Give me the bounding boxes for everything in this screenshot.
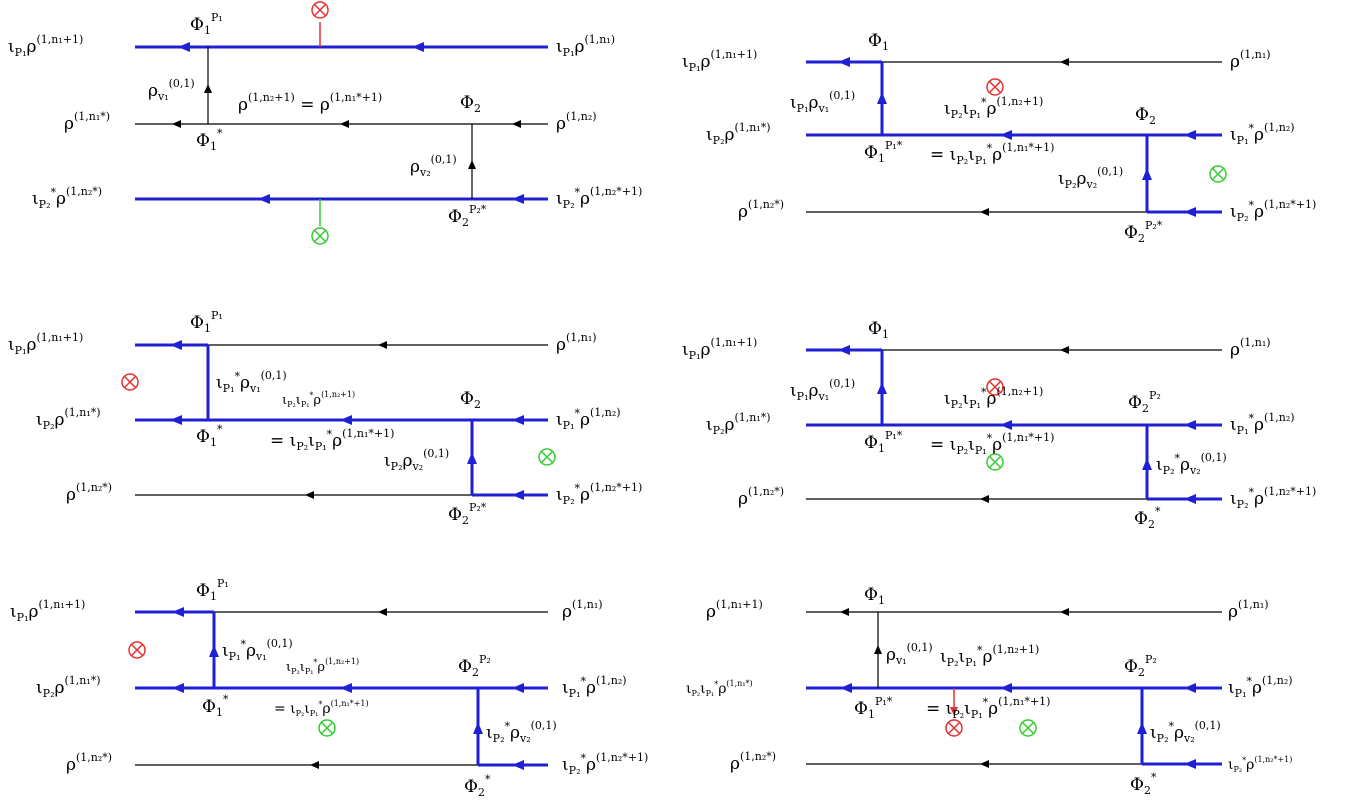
svg-text:Φ2: Φ2 xyxy=(1135,105,1156,127)
svg-text:Φ2*: Φ2* xyxy=(464,773,491,799)
svg-text:ιP₁ρ(1,n₁+1): ιP₁ρ(1,n₁+1) xyxy=(8,33,83,59)
svg-text:ιP₂*ρv₂(0,1): ιP₂*ρv₂(0,1) xyxy=(1156,451,1227,477)
svg-text:ιP₂*ρ(1,n₂*+1): ιP₂*ρ(1,n₂*+1) xyxy=(556,185,642,211)
svg-text:Φ1P₁: Φ1P₁ xyxy=(190,309,223,335)
svg-text:ιP₂ιP₁*ρ(1,n₂+1): ιP₂ιP₁*ρ(1,n₂+1) xyxy=(282,390,355,409)
svg-text:ιP₁*ρ(1,n₂): ιP₁*ρ(1,n₂) xyxy=(1230,411,1295,437)
panel-3: ιP₁ρ(1,n₁+1) ρ(1,n₁) ιP₂ρ(1,n₁*) ιP₁*ρ(1… xyxy=(8,309,642,527)
svg-text:ιP₁ρ(1,n₁+1): ιP₁ρ(1,n₁+1) xyxy=(682,336,757,362)
svg-text:Φ1*: Φ1* xyxy=(196,423,223,449)
svg-text:ιP₂ρ(1,n₁*): ιP₂ρ(1,n₁*) xyxy=(36,674,101,700)
svg-text:ιP₂ιP₁*ρ(1,n₂+1): ιP₂ιP₁*ρ(1,n₂+1) xyxy=(286,657,359,676)
svg-text:Φ1P₁*: Φ1P₁* xyxy=(864,139,903,165)
svg-text:Φ2: Φ2 xyxy=(460,389,481,411)
svg-text:ιP₁ρ(1,n₁+1): ιP₁ρ(1,n₁+1) xyxy=(8,331,83,357)
svg-text:ιP₁*ρv₁(0,1): ιP₁*ρv₁(0,1) xyxy=(216,369,287,395)
svg-text:ρ(1,n₁): ρ(1,n₁) xyxy=(1230,336,1271,360)
svg-text:ιP₂ιP₁*ρ(1,n₂+1): ιP₂ιP₁*ρ(1,n₂+1) xyxy=(944,95,1043,121)
svg-text:Φ1P₁: Φ1P₁ xyxy=(196,577,229,603)
svg-text:ρ(1,n₂*): ρ(1,n₂*) xyxy=(738,485,784,509)
panel-5: ιP₁ρ(1,n₁+1) ρ(1,n₁) ιP₂ρ(1,n₁*) ιP₁*ρ(1… xyxy=(10,577,648,799)
svg-text:ιP₁*ρ(1,n₂): ιP₁*ρ(1,n₂) xyxy=(556,406,621,432)
svg-text:ιP₂*ρ(1,n₂*+1): ιP₂*ρ(1,n₂*+1) xyxy=(556,481,642,507)
svg-text:ρ(1,n₁+1): ρ(1,n₁+1) xyxy=(706,598,763,622)
panel-6: ρ(1,n₁+1) ρ(1,n₁) ιP₂ιP₁*ρ(1,n₁*) ιP₁*ρ(… xyxy=(686,585,1293,797)
svg-text:ιP₂ρ(1,n₁*): ιP₂ρ(1,n₁*) xyxy=(706,121,771,147)
svg-text:ρ(1,n₂+1) = ρ(1,n₁*+1): ρ(1,n₂+1) = ρ(1,n₁*+1) xyxy=(238,91,382,115)
svg-text:Φ1*: Φ1* xyxy=(196,127,223,153)
svg-text:ρv₂(0,1): ρv₂(0,1) xyxy=(410,153,457,179)
svg-text:ρ(1,n₂*): ρ(1,n₂*) xyxy=(738,198,784,222)
svg-text:ιP₁*ρ(1,n₂): ιP₁*ρ(1,n₂) xyxy=(1228,674,1293,700)
svg-text:ιP₂*ρ(1,n₂*+1): ιP₂*ρ(1,n₂*+1) xyxy=(1230,485,1316,511)
svg-text:ιP₂ιP₁*ρ(1,n₂+1): ιP₂ιP₁*ρ(1,n₂+1) xyxy=(944,385,1043,411)
svg-text:ρ(1,n₂*): ρ(1,n₂*) xyxy=(66,481,112,505)
svg-text:ιP₁*ρ(1,n₂): ιP₁*ρ(1,n₂) xyxy=(1230,121,1295,147)
svg-text:Φ2P₂: Φ2P₂ xyxy=(458,653,491,679)
svg-text:ιP₂*ρ(1,n₂*+1): ιP₂*ρ(1,n₂*+1) xyxy=(1230,198,1316,224)
svg-text:ιP₂ρv₂(0,1): ιP₂ρv₂(0,1) xyxy=(384,447,449,473)
svg-text:= ιP₂ιP₁*ρ(1,n₁*+1): = ιP₂ιP₁*ρ(1,n₁*+1) xyxy=(930,431,1054,457)
svg-text:Φ2*: Φ2* xyxy=(1134,505,1161,531)
svg-text:ρv₁(0,1): ρv₁(0,1) xyxy=(886,641,933,667)
panel-4: ιP₁ρ(1,n₁+1) ρ(1,n₁) ιP₂ρ(1,n₁*) ιP₁*ρ(1… xyxy=(682,319,1316,531)
svg-text:ιP₁ρ(1,n₁+1): ιP₁ρ(1,n₁+1) xyxy=(682,48,757,74)
svg-text:= ιP₂ιP₁*ρ(1,n₁*+1): = ιP₂ιP₁*ρ(1,n₁*+1) xyxy=(270,427,394,453)
svg-text:ρ(1,n₂*): ρ(1,n₂*) xyxy=(66,751,112,775)
svg-text:ρ(1,n₁): ρ(1,n₁) xyxy=(1230,48,1271,72)
svg-text:ρ(1,n₁*): ρ(1,n₁*) xyxy=(64,110,110,134)
svg-text:ιP₂ρv₂(0,1): ιP₂ρv₂(0,1) xyxy=(1058,165,1123,191)
svg-text:ιP₁ρ(1,n₁+1): ιP₁ρ(1,n₁+1) xyxy=(10,598,85,624)
svg-text:ιP₂*ρ(1,n₂*+1): ιP₂*ρ(1,n₂*+1) xyxy=(1228,755,1292,774)
svg-text:ιP₁*ρ(1,n₂): ιP₁*ρ(1,n₂) xyxy=(562,674,627,700)
svg-text:ιP₁ρv₁(0,1): ιP₁ρv₁(0,1) xyxy=(790,89,855,115)
svg-text:ρ(1,n₂): ρ(1,n₂) xyxy=(556,110,597,134)
svg-text:ιP₂ρ(1,n₁*): ιP₂ρ(1,n₁*) xyxy=(706,411,771,437)
panel-1: ιP₁ρ(1,n₁+1) ιP₁ρ(1,n₁) ρ(1,n₁*) ρ(1,n₂)… xyxy=(8,1,642,245)
svg-text:Φ2P₂*: Φ2P₂* xyxy=(1124,219,1163,245)
svg-text:Φ2P₂: Φ2P₂ xyxy=(1128,389,1161,415)
svg-text:ιP₂*ρ(1,n₂*+1): ιP₂*ρ(1,n₂*+1) xyxy=(562,751,648,777)
svg-text:ρ(1,n₁): ρ(1,n₁) xyxy=(562,598,603,622)
svg-text:Φ1P₁: Φ1P₁ xyxy=(190,11,223,37)
svg-text:ιP₂ιP₁*ρ(1,n₂+1): ιP₂ιP₁*ρ(1,n₂+1) xyxy=(940,643,1039,669)
svg-text:ρ(1,n₂*): ρ(1,n₂*) xyxy=(730,750,776,774)
svg-text:ιP₂ρ(1,n₁*): ιP₂ρ(1,n₁*) xyxy=(36,406,101,432)
svg-text:ρ(1,n₁): ρ(1,n₁) xyxy=(556,331,597,355)
svg-text:Φ1P₁*: Φ1P₁* xyxy=(864,429,903,455)
svg-text:Φ2P₂*: Φ2P₂* xyxy=(448,203,487,229)
svg-text:= ιP₂ιP₁*ρ(1,n₁*+1): = ιP₂ιP₁*ρ(1,n₁*+1) xyxy=(930,141,1054,167)
svg-text:ιP₂*ρv₂(0,1): ιP₂*ρv₂(0,1) xyxy=(1150,719,1221,745)
svg-text:= ιP₂ιP₁*ρ(1,n₁*+1): = ιP₂ιP₁*ρ(1,n₁*+1) xyxy=(274,699,369,718)
svg-text:ρv₁(0,1): ρv₁(0,1) xyxy=(148,77,195,103)
svg-text:Φ1: Φ1 xyxy=(868,31,889,53)
svg-text:ιP₁ρ(1,n₁): ιP₁ρ(1,n₁) xyxy=(556,33,615,59)
svg-text:ιP₂ιP₁*ρ(1,n₁*): ιP₂ιP₁*ρ(1,n₁*) xyxy=(686,679,753,698)
svg-text:ιP₁*ρv₁(0,1): ιP₁*ρv₁(0,1) xyxy=(222,637,293,663)
svg-text:Φ2*: Φ2* xyxy=(1130,771,1157,797)
svg-text:Φ2P₂: Φ2P₂ xyxy=(1124,653,1157,679)
svg-text:ιP₂*ρv₂(0,1): ιP₂*ρv₂(0,1) xyxy=(486,719,557,745)
panel-2: ιP₁ρ(1,n₁+1) ρ(1,n₁) ιP₂ρ(1,n₁*) ιP₁*ρ(1… xyxy=(682,31,1316,245)
svg-text:Φ1: Φ1 xyxy=(864,585,885,607)
svg-text:Φ1P₁*: Φ1P₁* xyxy=(854,695,893,721)
svg-text:Φ2P₂*: Φ2P₂* xyxy=(448,501,487,527)
svg-text:ιP₂*ρ(1,n₂*): ιP₂*ρ(1,n₂*) xyxy=(32,185,102,211)
svg-text:Φ1*: Φ1* xyxy=(202,693,229,719)
svg-text:ιP₁ρv₁(0,1): ιP₁ρv₁(0,1) xyxy=(790,377,855,403)
svg-text:Φ1: Φ1 xyxy=(868,319,889,341)
svg-text:ρ(1,n₁): ρ(1,n₁) xyxy=(1228,598,1269,622)
svg-text:= ιP₂ιP₁*ρ(1,n₁*+1): = ιP₂ιP₁*ρ(1,n₁*+1) xyxy=(926,695,1050,721)
svg-text:Φ2: Φ2 xyxy=(460,93,481,115)
